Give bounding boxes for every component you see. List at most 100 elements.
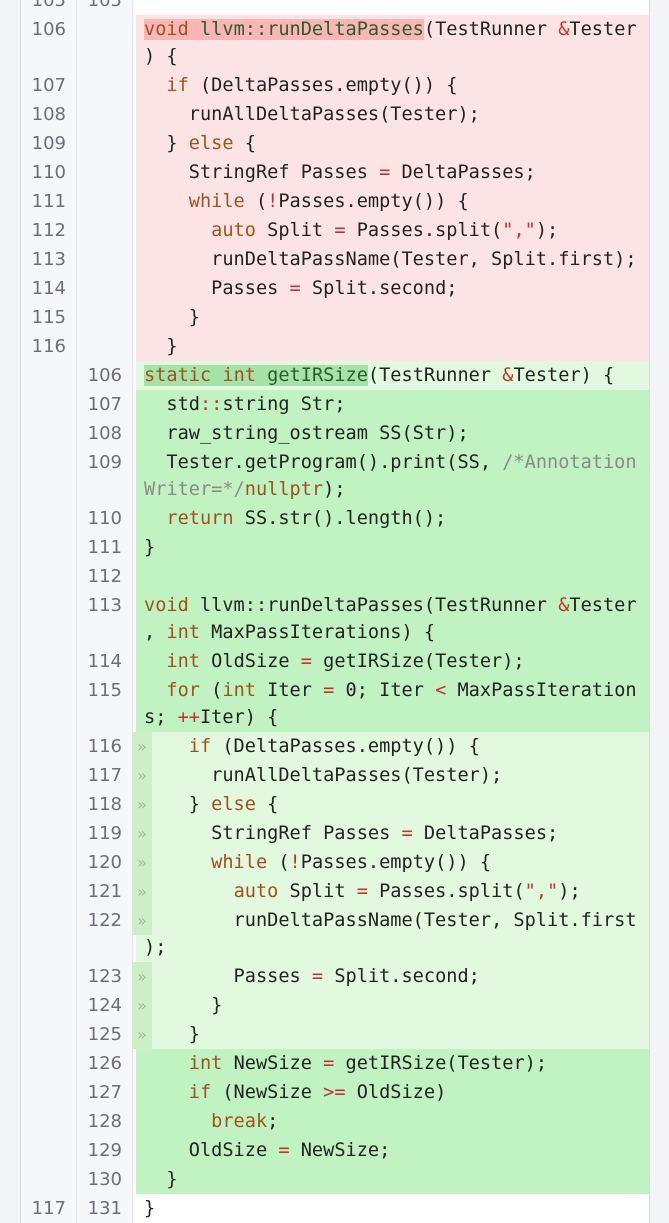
- code-token: ",": [524, 881, 559, 902]
- new-line-number[interactable]: [77, 158, 133, 187]
- code-token: }: [144, 1198, 156, 1219]
- code-token: Iter: [255, 680, 324, 701]
- code-line: }: [136, 1194, 649, 1223]
- new-line-number[interactable]: 120: [77, 848, 133, 877]
- new-line-number[interactable]: [77, 303, 133, 332]
- code-token: (: [199, 680, 223, 701]
- old-line-number[interactable]: [21, 1049, 77, 1078]
- new-line-number[interactable]: 106: [77, 361, 133, 390]
- code-token: }: [144, 995, 223, 1016]
- old-line-number[interactable]: [21, 906, 77, 962]
- old-line-number[interactable]: 108: [21, 100, 77, 129]
- code-token: &: [558, 19, 570, 40]
- old-line-number[interactable]: 109: [21, 129, 77, 158]
- new-line-number[interactable]: 112: [77, 562, 133, 591]
- new-line-number[interactable]: [77, 15, 133, 71]
- old-line-number[interactable]: [21, 390, 77, 419]
- old-line-number[interactable]: 111: [21, 187, 77, 216]
- old-line-number[interactable]: [21, 848, 77, 877]
- new-line-number[interactable]: [77, 187, 133, 216]
- new-line-number[interactable]: 129: [77, 1136, 133, 1165]
- old-line-number[interactable]: [21, 1020, 77, 1049]
- new-line-number[interactable]: [77, 245, 133, 274]
- old-line-number[interactable]: 112: [21, 216, 77, 245]
- code-token: ",": [502, 220, 536, 241]
- new-line-number[interactable]: 119: [77, 819, 133, 848]
- code-token: [144, 508, 166, 529]
- old-line-number[interactable]: [21, 962, 77, 991]
- new-line-number[interactable]: 109: [77, 448, 133, 504]
- code-token: =: [323, 1053, 335, 1074]
- old-line-number[interactable]: [21, 877, 77, 906]
- old-line-number[interactable]: [21, 448, 77, 504]
- new-line-number[interactable]: 107: [77, 390, 133, 419]
- old-line-number[interactable]: [21, 1078, 77, 1107]
- new-line-number[interactable]: [77, 129, 133, 158]
- old-line-number[interactable]: [21, 562, 77, 591]
- new-line-number[interactable]: 110: [77, 504, 133, 533]
- old-line-number[interactable]: [21, 419, 77, 448]
- diff-line-removed: 108 runAllDeltaPasses(Tester);: [21, 100, 649, 129]
- old-line-number[interactable]: 116: [21, 332, 77, 361]
- code-token: StringRef Passes: [144, 162, 380, 183]
- new-line-number[interactable]: [77, 274, 133, 303]
- new-line-number[interactable]: 118: [77, 790, 133, 819]
- old-line-number[interactable]: 113: [21, 245, 77, 274]
- old-line-number[interactable]: 107: [21, 71, 77, 100]
- diff-line-removed: 112 auto Split = Passes.split(",");: [21, 216, 649, 245]
- new-line-number[interactable]: 122: [77, 906, 133, 962]
- new-line-number[interactable]: [77, 216, 133, 245]
- new-line-number[interactable]: 121: [77, 877, 133, 906]
- old-line-number[interactable]: [21, 732, 77, 761]
- old-line-number[interactable]: 110: [21, 158, 77, 187]
- new-line-number[interactable]: [77, 332, 133, 361]
- new-line-number[interactable]: 115: [77, 676, 133, 732]
- diff-line-removed: 113 runDeltaPassName(Tester, Split.first…: [21, 245, 649, 274]
- old-line-number[interactable]: [21, 761, 77, 790]
- new-line-number[interactable]: 130: [77, 1165, 133, 1194]
- new-line-number[interactable]: 105: [77, 0, 133, 15]
- new-line-number[interactable]: 126: [77, 1049, 133, 1078]
- old-line-number[interactable]: [21, 819, 77, 848]
- new-line-number[interactable]: [77, 71, 133, 100]
- new-line-number[interactable]: 117: [77, 761, 133, 790]
- new-line-number[interactable]: 114: [77, 647, 133, 676]
- old-line-number[interactable]: 105: [21, 0, 77, 15]
- new-line-number[interactable]: 125: [77, 1020, 133, 1049]
- old-line-number[interactable]: [21, 533, 77, 562]
- old-line-number[interactable]: [21, 361, 77, 390]
- new-line-number[interactable]: 123: [77, 962, 133, 991]
- old-line-number[interactable]: 117: [21, 1194, 77, 1223]
- new-line-number[interactable]: 108: [77, 419, 133, 448]
- old-line-number[interactable]: [21, 1107, 77, 1136]
- code-token: string Str;: [222, 394, 346, 415]
- code-line: auto Split = Passes.split(",");: [136, 216, 649, 245]
- old-line-number[interactable]: 114: [21, 274, 77, 303]
- new-line-number[interactable]: 127: [77, 1078, 133, 1107]
- old-line-number[interactable]: [21, 591, 77, 647]
- code-token: =: [323, 680, 335, 701]
- new-line-number[interactable]: 124: [77, 991, 133, 1020]
- old-line-number[interactable]: 115: [21, 303, 77, 332]
- new-line-number[interactable]: [77, 100, 133, 129]
- old-line-number[interactable]: [21, 676, 77, 732]
- old-line-number[interactable]: [21, 1136, 77, 1165]
- new-line-number[interactable]: 131: [77, 1194, 133, 1223]
- old-line-number[interactable]: [21, 991, 77, 1020]
- code-token: !: [289, 852, 301, 873]
- new-line-number[interactable]: 111: [77, 533, 133, 562]
- old-line-number[interactable]: [21, 790, 77, 819]
- code-token: MaxPassIteration s;: [144, 680, 637, 728]
- new-line-number[interactable]: 128: [77, 1107, 133, 1136]
- code-token: runDeltaPassName(Tester, Split.first );: [144, 910, 637, 958]
- old-line-number[interactable]: [21, 504, 77, 533]
- new-line-number[interactable]: 113: [77, 591, 133, 647]
- code-token: Iter) {: [199, 707, 279, 728]
- code-token: Split.second;: [323, 966, 480, 987]
- new-line-number[interactable]: 116: [77, 732, 133, 761]
- old-line-number[interactable]: 106: [21, 15, 77, 71]
- old-line-number[interactable]: [21, 647, 77, 676]
- old-line-number[interactable]: [21, 1165, 77, 1194]
- code-token: else: [188, 133, 234, 154]
